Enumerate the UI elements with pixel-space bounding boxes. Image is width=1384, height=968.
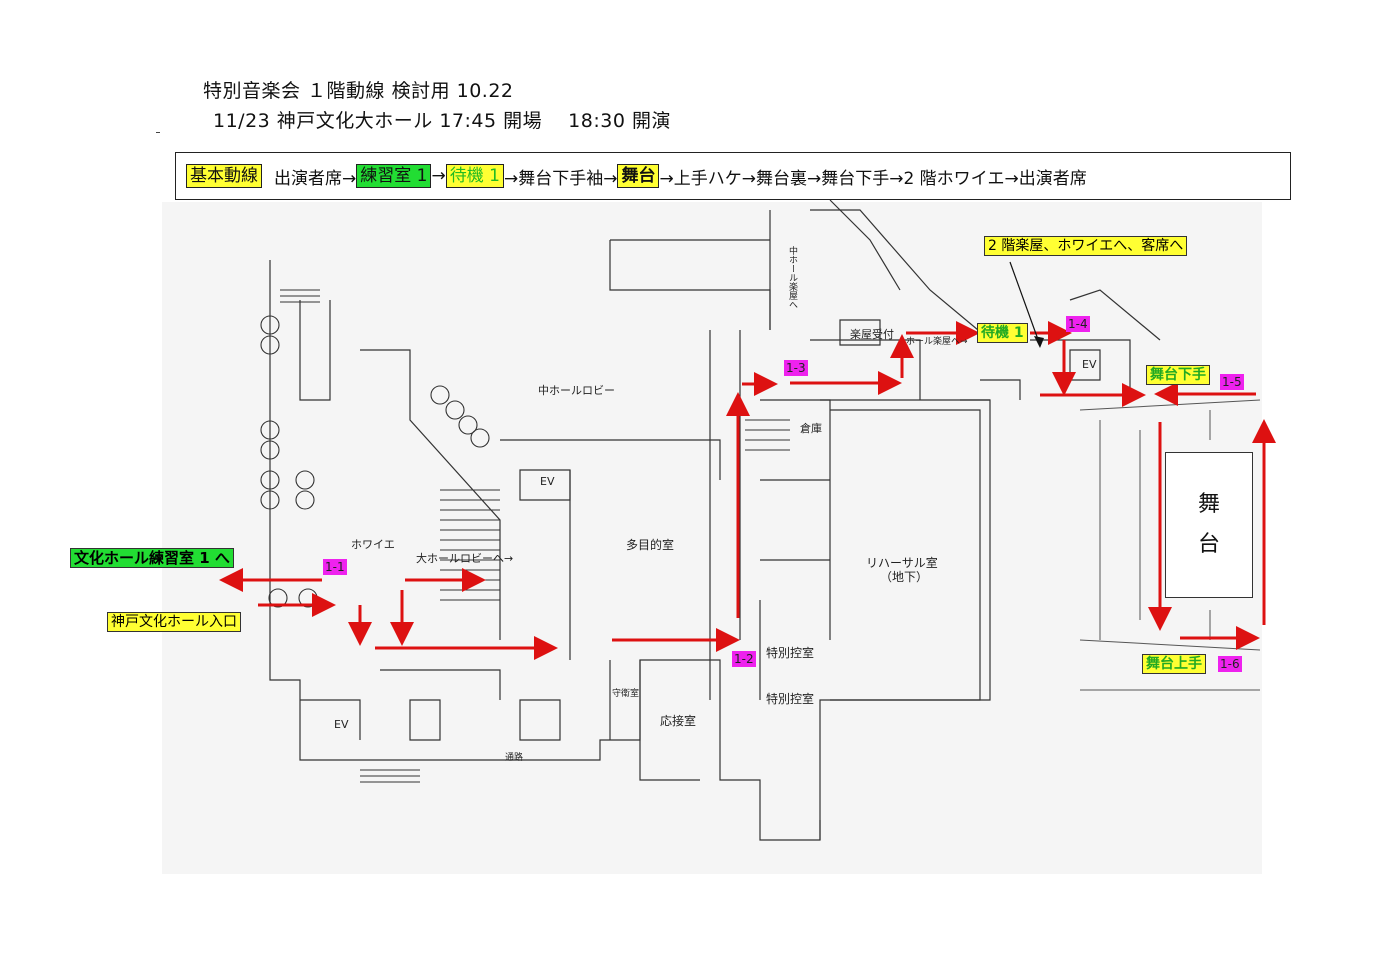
elevator-1: EV xyxy=(540,475,555,488)
margin-mark xyxy=(156,132,160,133)
stage-text-2: 台 xyxy=(1197,532,1220,557)
room-special-waiting-1: 特別控室 xyxy=(766,646,815,660)
tag-1-4: 1-4 xyxy=(1066,316,1090,332)
room-main-hall-lobby: 大ホールロビーへ→ xyxy=(416,552,514,565)
tag-1-3: 1-3 xyxy=(784,360,808,376)
entrance-label: 神戸文化ホール入口 xyxy=(107,612,241,632)
practice-room-label: 文化ホール練習室 1 へ xyxy=(70,548,234,568)
route-segment-3: →上手ハケ→舞台裏→舞台下手→2 階ホワイエ→出演者席 xyxy=(659,168,1087,189)
room-rehearsal: リハーサル室 xyxy=(866,556,938,570)
pointer-line xyxy=(1009,261,1041,346)
room-mid-hall-dressing: 中ホール楽屋へ xyxy=(787,246,797,309)
revolving-doors xyxy=(260,315,490,608)
route-arrows xyxy=(219,321,1276,660)
room-dressing-reception: 楽屋受付 xyxy=(850,328,894,341)
floor-plan-background xyxy=(162,202,1262,874)
stage-area-lines xyxy=(1079,399,1261,691)
pointer-head xyxy=(1034,336,1044,348)
tag-1-1: 1-1 xyxy=(323,559,347,575)
document-title: 特別音楽会 １階動線 検討用 10.22 xyxy=(203,80,514,102)
event-subtitle: 11/23 神戸文化大ホール 17:45 開場 18:30 開演 xyxy=(213,110,671,132)
stage-left-label: 舞台下手 xyxy=(1146,365,1210,385)
route-wait-1: 待機 1 xyxy=(445,164,504,188)
room-hall-dressing: ホール楽屋へ→ xyxy=(906,337,968,347)
room-multipurpose: 多目的室 xyxy=(626,538,675,552)
room-passage: 通路 xyxy=(505,753,524,763)
elevator-3: EV xyxy=(1082,358,1097,371)
stage-block: 舞 台 xyxy=(1165,452,1253,598)
wait-1-label: 待機 1 xyxy=(977,323,1028,343)
building-walls xyxy=(269,199,1161,841)
tag-1-5: 1-5 xyxy=(1220,374,1244,390)
room-storage: 倉庫 xyxy=(800,422,822,435)
room-reception: 応接室 xyxy=(660,714,697,728)
route-label: 基本動線 xyxy=(186,164,262,188)
stage-right-label: 舞台上手 xyxy=(1142,654,1206,674)
tag-1-6: 1-6 xyxy=(1218,656,1242,672)
room-special-waiting-2: 特別控室 xyxy=(766,692,815,706)
room-rehearsal-basement: （地下） xyxy=(880,570,929,584)
elevator-2: EV xyxy=(334,718,349,731)
tag-1-2: 1-2 xyxy=(732,651,756,667)
room-foyer: ホワイエ xyxy=(351,538,395,551)
route-stage: 舞台 xyxy=(617,164,660,188)
route-segment-2: →舞台下手袖→ xyxy=(503,168,618,189)
route-practice-room: 練習室 1 xyxy=(356,164,432,188)
room-mid-hall-lobby: 中ホールロビー xyxy=(538,384,615,397)
basic-route-box: 基本動線 出演者席→ 練習室 1 → 待機 1 →舞台下手袖→ 舞台 →上手ハケ… xyxy=(175,152,1291,200)
route-segment-1: 出演者席→ xyxy=(274,168,357,189)
room-guard: 守衛室 xyxy=(612,689,640,699)
second-floor-label: 2 階楽屋、ホワイエへ、客席へ xyxy=(984,236,1188,256)
route-arrow: → xyxy=(431,166,446,186)
stage-text-1: 舞 xyxy=(1197,492,1220,517)
